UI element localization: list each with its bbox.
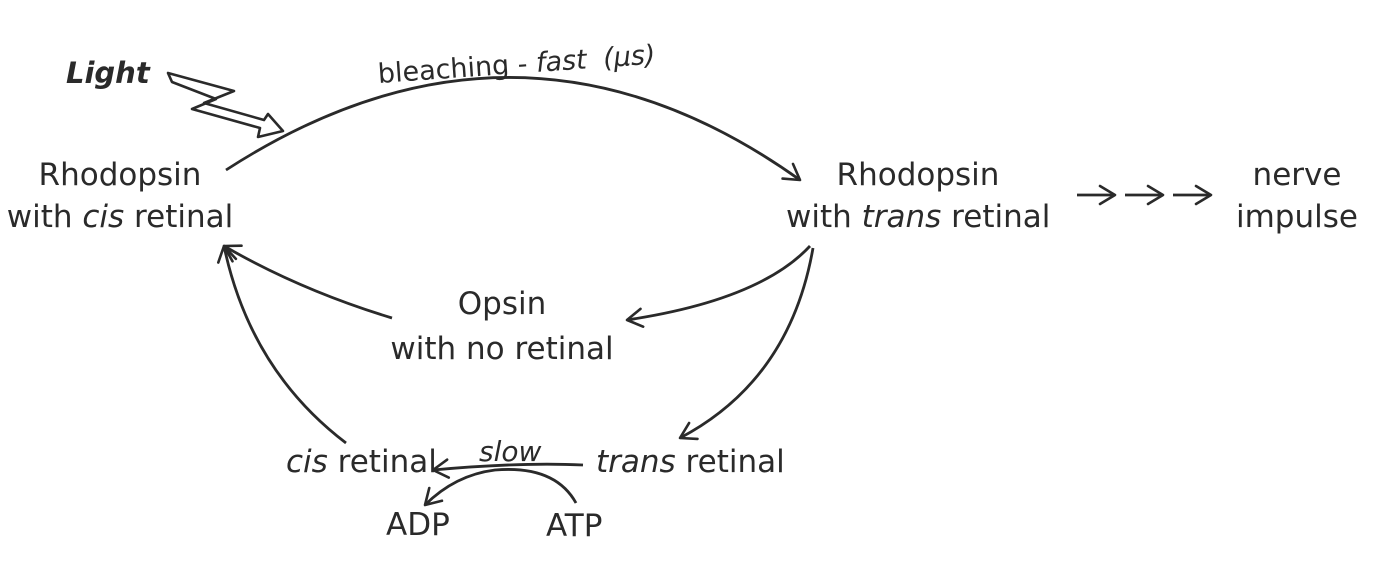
arrow-slow-isomerization	[431, 458, 584, 479]
arrow-bleaching	[225, 76, 802, 182]
cis-retinal-form: cis	[286, 444, 328, 480]
node-rhodopsin-trans: Rhodopsin with trans retinal	[786, 154, 1050, 238]
node-nerve-impulse: nerve impulse	[1232, 154, 1362, 238]
rhodopsin-trans-subtitle: with trans retinal	[786, 196, 1050, 238]
trans-retinal-form: trans	[596, 444, 676, 480]
light-label: Light	[66, 56, 150, 90]
node-cis-retinal: cis retinal	[286, 441, 437, 483]
rhodopsin-cis-title: Rhodopsin	[38, 157, 202, 193]
lightning-bolt-icon	[166, 71, 285, 139]
slow-label: slow	[479, 435, 542, 468]
bleaching-timescale: (μs)	[602, 39, 657, 75]
nerve-impulse-line2: impulse	[1236, 199, 1358, 235]
nerve-impulse-line1: nerve	[1252, 157, 1342, 193]
opsin-title: Opsin	[457, 286, 547, 322]
arrow-to-trans-retinal	[678, 247, 815, 441]
arrow-to-opsin	[625, 245, 812, 328]
bleaching-prefix: bleaching -	[376, 47, 538, 90]
rhodopsin-trans-form: trans	[861, 199, 942, 235]
adp-label: ADP	[386, 507, 450, 543]
rhodopsin-cis-retinal: retinal	[124, 199, 234, 235]
arrow-atp-to-adp	[423, 468, 578, 507]
arrow-opsin-to-cis-rhodopsin	[222, 244, 393, 320]
node-opsin: Opsin with no retinal	[382, 283, 622, 370]
bleaching-speed: fast	[534, 44, 588, 79]
rhodopsin-trans-retinal: retinal	[941, 199, 1051, 235]
atp-label: ATP	[546, 508, 603, 544]
rhodopsin-cis-with: with	[6, 199, 83, 235]
arrow-cis-retinal-to-rhodopsin	[216, 244, 347, 445]
rhodopsin-trans-title: Rhodopsin	[836, 157, 1000, 193]
rhodopsin-cis-form: cis	[82, 199, 125, 235]
rhodopsin-cis-subtitle: with cis retinal	[4, 196, 236, 238]
trans-retinal-word: retinal	[675, 444, 785, 480]
cis-retinal-word: retinal	[327, 444, 437, 480]
opsin-subtitle: with no retinal	[390, 331, 614, 367]
node-rhodopsin-cis: Rhodopsin with cis retinal	[4, 154, 236, 238]
rhodopsin-trans-with: with	[786, 199, 862, 235]
node-trans-retinal: trans retinal	[596, 441, 785, 483]
